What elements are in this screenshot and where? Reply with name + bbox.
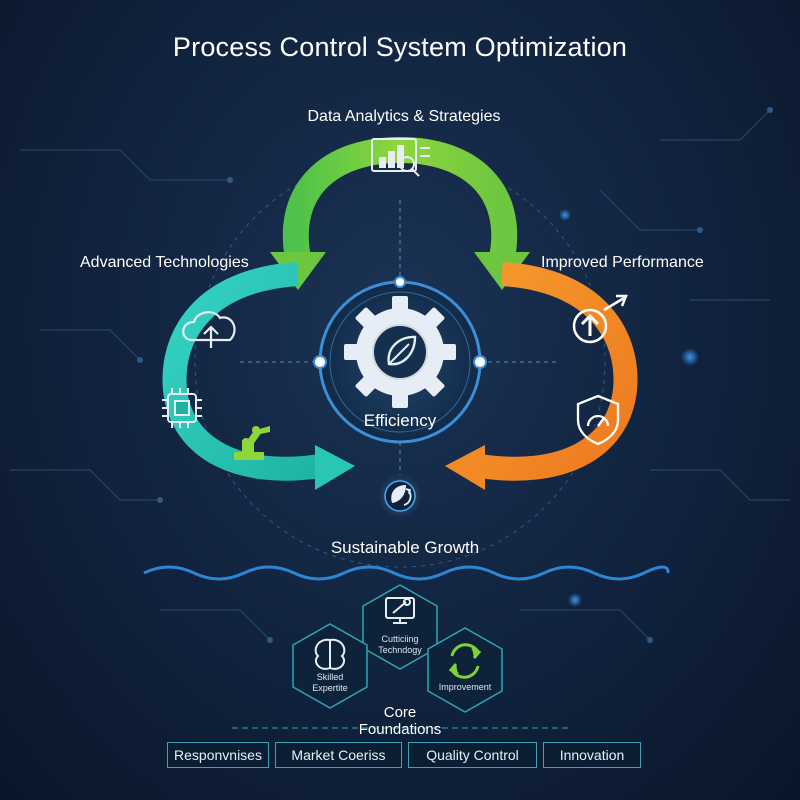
foundation-box-innovation: Innovation	[543, 742, 641, 768]
chip-icon	[162, 388, 202, 428]
glow-dot	[568, 593, 582, 607]
circuit-traces	[10, 109, 790, 641]
teal-cycle-arrow	[162, 262, 355, 490]
hexagon-technology-label: Cutticiing Techndogy	[378, 634, 422, 655]
improved-performance-label: Improved Performance	[541, 254, 704, 271]
performance-target-icon	[572, 294, 628, 344]
cloud-upload-icon	[182, 311, 236, 348]
glow-dot	[681, 348, 699, 366]
shield-gauge-icon	[576, 394, 620, 446]
growth-leaf-icon	[378, 474, 422, 518]
circuit-nodes	[137, 107, 773, 643]
wave-divider	[143, 565, 670, 581]
data-analytics-label: Data Analytics & Strategies	[307, 108, 501, 125]
robot-arm-icon	[234, 426, 270, 460]
wrench-monitor-icon	[385, 597, 415, 624]
analytics-icon	[371, 138, 430, 177]
foundation-box-responvnises: Responvnises	[167, 742, 269, 768]
hexagon-technology	[362, 584, 438, 670]
page-title: Process Control System Optimization	[172, 32, 628, 62]
sustainable-growth-label: Sustainable Growth	[330, 538, 480, 557]
hexagon-improvement-label: Improvement	[438, 682, 492, 692]
orange-cycle-arrow	[445, 262, 638, 490]
foundation-box-quality: Quality Control	[408, 742, 537, 768]
hexagon-improvement	[427, 627, 503, 713]
foundation-box-market: Market Coeriss	[275, 742, 402, 768]
hexagon-expertise	[292, 623, 368, 709]
glow-dot	[559, 209, 571, 221]
gear-leaf-icon	[344, 296, 456, 408]
refresh-icon	[448, 643, 482, 679]
hexagon-expertise-label: Skilled Expertite	[312, 672, 348, 693]
core-foundations-label: Core Foundations	[358, 704, 442, 738]
brain-icon	[314, 638, 346, 670]
advanced-technologies-label: Advanced Technologies	[80, 254, 249, 271]
efficiency-label: Efficiency	[363, 411, 437, 430]
center-connectors	[240, 200, 560, 475]
